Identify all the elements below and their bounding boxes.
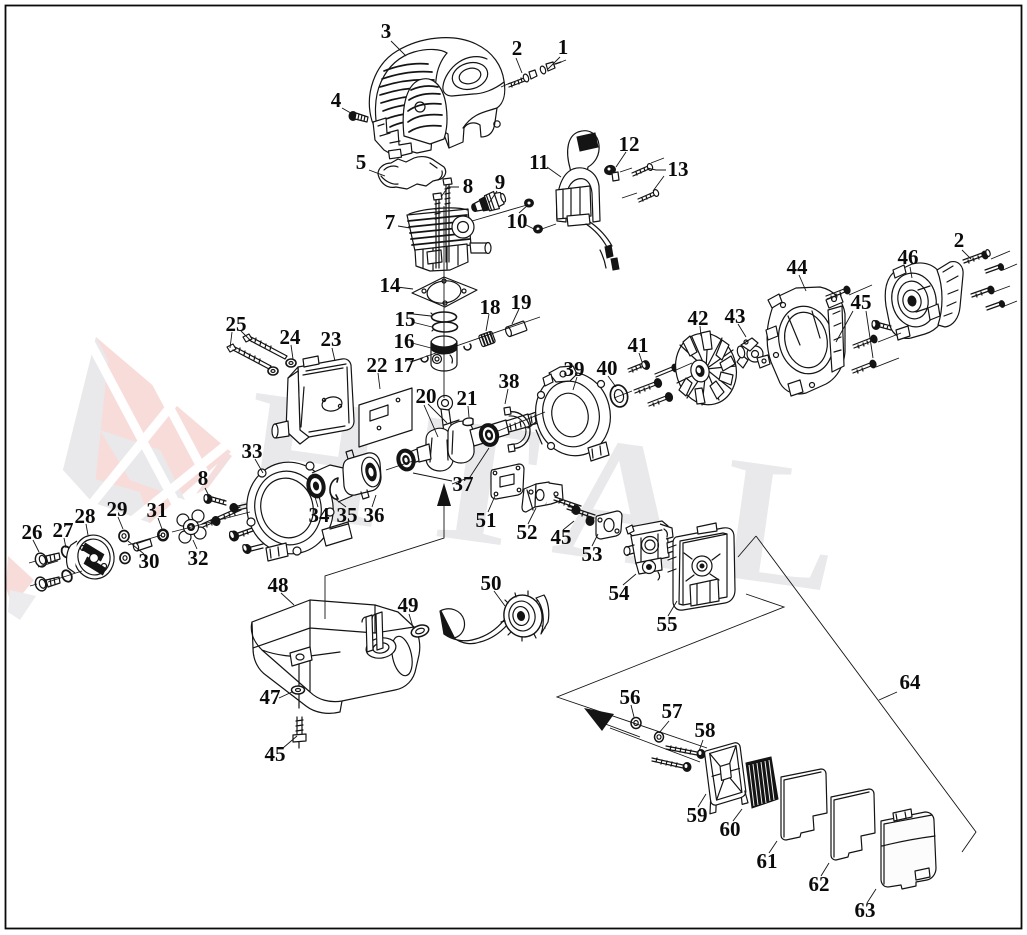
svg-text:17: 17 (394, 353, 415, 377)
svg-text:30: 30 (139, 549, 160, 573)
svg-text:1: 1 (558, 35, 569, 59)
svg-text:52: 52 (517, 520, 538, 544)
svg-text:31: 31 (147, 498, 168, 522)
svg-text:45: 45 (265, 742, 286, 766)
svg-text:48: 48 (268, 573, 289, 597)
svg-text:47: 47 (260, 685, 281, 709)
svg-text:45: 45 (851, 290, 872, 314)
svg-text:53: 53 (582, 542, 603, 566)
svg-text:11: 11 (529, 150, 549, 174)
svg-text:13: 13 (668, 157, 689, 181)
svg-text:50: 50 (481, 571, 502, 595)
svg-text:15: 15 (395, 307, 416, 331)
svg-text:37: 37 (453, 472, 474, 496)
svg-text:40: 40 (597, 356, 618, 380)
svg-text:24: 24 (280, 325, 302, 349)
svg-text:54: 54 (609, 581, 631, 605)
svg-text:55: 55 (657, 612, 678, 636)
svg-text:25: 25 (226, 312, 247, 336)
svg-text:27: 27 (53, 518, 74, 542)
svg-text:29: 29 (107, 497, 128, 521)
svg-text:32: 32 (188, 546, 209, 570)
svg-text:18: 18 (480, 295, 501, 319)
svg-text:3: 3 (381, 19, 392, 43)
svg-text:62: 62 (809, 872, 830, 896)
svg-text:28: 28 (75, 504, 96, 528)
svg-text:46: 46 (898, 245, 919, 269)
svg-text:16: 16 (394, 329, 415, 353)
svg-text:14: 14 (380, 273, 402, 297)
svg-text:10: 10 (507, 209, 528, 233)
svg-text:9: 9 (495, 170, 506, 194)
svg-text:41: 41 (628, 333, 649, 357)
svg-text:35: 35 (337, 503, 358, 527)
svg-text:57: 57 (662, 699, 683, 723)
svg-text:8: 8 (463, 174, 474, 198)
svg-text:12: 12 (619, 132, 640, 156)
svg-text:64: 64 (900, 670, 922, 694)
svg-text:42: 42 (688, 306, 709, 330)
svg-text:44: 44 (787, 255, 809, 279)
svg-text:58: 58 (695, 718, 716, 742)
svg-text:19: 19 (511, 290, 532, 314)
svg-text:61: 61 (757, 849, 778, 873)
svg-text:49: 49 (398, 593, 419, 617)
svg-text:2: 2 (512, 36, 523, 60)
svg-text:43: 43 (725, 304, 746, 328)
svg-text:45: 45 (551, 525, 572, 549)
svg-text:26: 26 (22, 520, 43, 544)
svg-text:2: 2 (954, 228, 965, 252)
svg-text:59: 59 (687, 803, 708, 827)
svg-text:4: 4 (331, 88, 342, 112)
svg-text:20: 20 (416, 384, 437, 408)
svg-text:36: 36 (364, 503, 385, 527)
svg-text:39: 39 (564, 357, 585, 381)
svg-text:33: 33 (242, 439, 263, 463)
svg-text:5: 5 (356, 150, 367, 174)
svg-text:21: 21 (457, 386, 478, 410)
svg-text:51: 51 (476, 508, 497, 532)
svg-text:60: 60 (720, 817, 741, 841)
svg-text:63: 63 (855, 898, 876, 922)
svg-text:22: 22 (367, 353, 388, 377)
svg-text:23: 23 (321, 327, 342, 351)
svg-text:34: 34 (309, 503, 331, 527)
svg-text:7: 7 (385, 210, 396, 234)
svg-text:38: 38 (499, 369, 520, 393)
svg-text:56: 56 (620, 685, 641, 709)
svg-text:8: 8 (198, 466, 209, 490)
